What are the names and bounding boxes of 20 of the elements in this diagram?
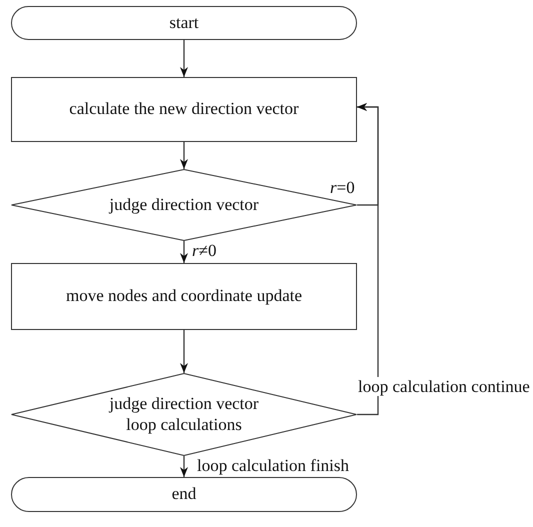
arrow: [180, 142, 188, 169]
edge-label: loop calculation continue: [358, 377, 530, 396]
process-box: [11, 77, 357, 142]
arrow: [357, 103, 379, 416]
process-box: [11, 263, 357, 330]
node-text: start: [169, 12, 199, 34]
terminal-box: [11, 477, 357, 512]
decision-diamond: [11, 169, 357, 241]
arrow: [180, 40, 188, 77]
terminal-box: [11, 6, 357, 40]
arrow: [180, 330, 188, 373]
node-text: move nodes and coordinate update: [66, 286, 302, 307]
arrow: [180, 456, 188, 477]
arrow: [180, 241, 188, 263]
node-text: judge direction vector: [109, 194, 259, 216]
node-text: end: [172, 484, 196, 505]
node-text: judge direction vector loop calculations: [108, 394, 260, 435]
node-text: calculate the new direction vector: [69, 99, 299, 120]
edge-label: loop calculation finish: [197, 456, 350, 475]
decision-diamond: [11, 373, 357, 456]
